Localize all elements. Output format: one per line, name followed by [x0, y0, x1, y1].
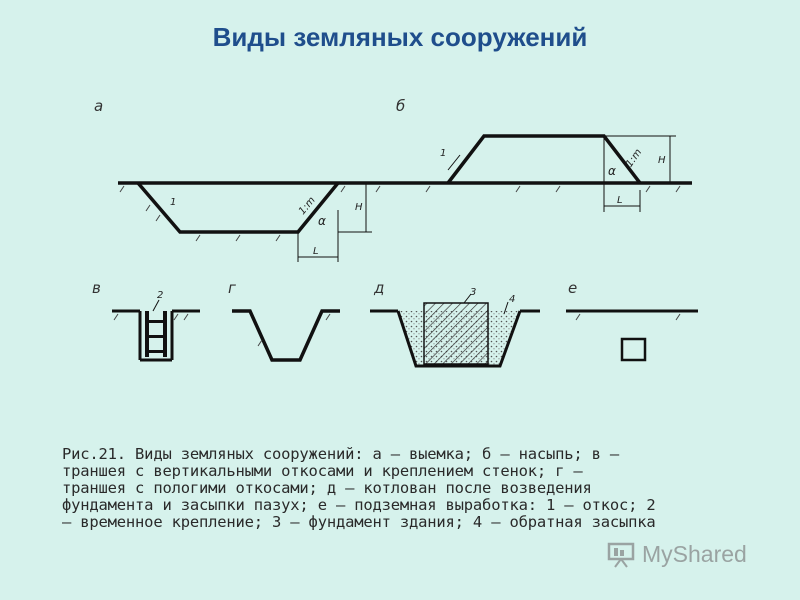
figure-caption: Рис.21. Виды земляных сооружений: а – вы…: [62, 446, 752, 531]
embankment-profile: [446, 134, 642, 185]
myshared-watermark[interactable]: MyShared: [606, 536, 747, 572]
label-three: 3: [470, 287, 476, 298]
label-b: б: [396, 97, 405, 115]
label-alpha-b: α: [608, 164, 616, 178]
foundation-block: [423, 302, 489, 365]
figure-b-embankment: б 1 L H α 1:m: [396, 97, 676, 212]
label-one-b: 1: [440, 148, 446, 159]
label-g: г: [228, 279, 236, 297]
caption-line: Рис.21. Виды земляных сооружений: а – вы…: [62, 445, 620, 463]
figure-d-foundation-pit: д 3 4: [370, 279, 540, 368]
tunnel-section: [620, 337, 647, 362]
label-four: 4: [509, 294, 515, 305]
label-h-b: H: [658, 155, 666, 166]
label-h-a: H: [355, 202, 363, 213]
caption-line: фундамента и засыпки пазух; е – подземна…: [62, 496, 656, 514]
ground-hatching-a: [119, 185, 681, 242]
label-alpha-a: α: [318, 214, 326, 228]
myshared-text: MyShared: [642, 540, 747, 567]
page-title: Виды земляных сооружений: [212, 22, 588, 52]
figure-g-trench-sloped: г: [228, 279, 340, 362]
label-slope-b: 1:m: [624, 147, 644, 169]
label-e: е: [568, 279, 577, 297]
label-l-a: L: [313, 246, 319, 257]
figure-e-underground-working: е: [566, 279, 698, 362]
label-two: 2: [157, 290, 163, 301]
earthworks-diagram: а 1 L H α 1:m: [92, 97, 698, 368]
label-d: д: [373, 279, 384, 297]
figure-v-trench-braced: в 2: [92, 279, 200, 362]
myshared-logo-icon: [607, 542, 635, 568]
figure-a-excavation: а 1 L H α 1:m: [94, 97, 692, 262]
label-v: в: [92, 279, 101, 297]
caption-line: траншея с пологими откосами; д – котлова…: [62, 479, 592, 497]
label-a: а: [94, 97, 103, 115]
excavation-profile: [136, 181, 340, 234]
caption-line: траншея с вертикальными откосами и крепл…: [62, 462, 583, 480]
label-l-b: L: [617, 195, 623, 206]
label-one-a: 1: [170, 197, 176, 208]
caption-line: – временное крепление; 3 – фундамент зда…: [62, 513, 656, 531]
